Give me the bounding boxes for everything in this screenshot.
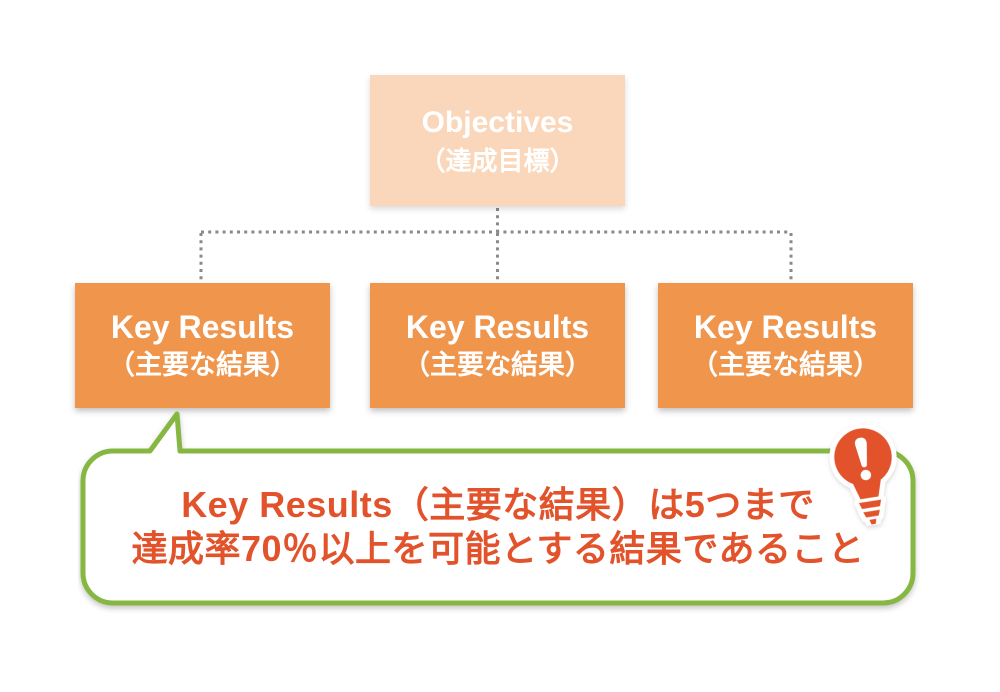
callout-line-2: 達成率70％以上を可能とする結果であること: [131, 528, 865, 569]
speech-bubble-shape: [80, 411, 916, 606]
objectives-subtitle: （達成目標）: [419, 145, 576, 176]
key-results-title: Key Results: [693, 309, 878, 345]
key-results-subtitle: （主要な結果）: [403, 350, 592, 380]
key-results-box-2: Key Results （主要な結果）: [370, 283, 625, 408]
callout-text: Key Results（主要な結果）は5つまで 達成率70％以上を可能とする結果…: [83, 451, 913, 603]
key-results-subtitle: （主要な結果）: [691, 350, 880, 380]
key-results-title: Key Results: [110, 309, 295, 345]
connector-lines: [199, 208, 793, 281]
key-results-title: Key Results: [405, 309, 590, 345]
callout-line-1: Key Results（主要な結果）は5つまで: [181, 483, 815, 525]
dotted-connector-path: [199, 208, 793, 281]
key-results-box-3: Key Results （主要な結果）: [658, 283, 913, 408]
key-results-box-1: Key Results （主要な結果）: [75, 283, 330, 408]
callout-bubble: [80, 411, 916, 606]
lightbulb-exclamation-icon: [829, 423, 897, 530]
objectives-title: Objectives: [421, 105, 574, 139]
objectives-box: Objectives （達成目標）: [370, 75, 625, 206]
exclamation-mark: [854, 437, 872, 481]
key-results-subtitle: （主要な結果）: [108, 350, 297, 380]
